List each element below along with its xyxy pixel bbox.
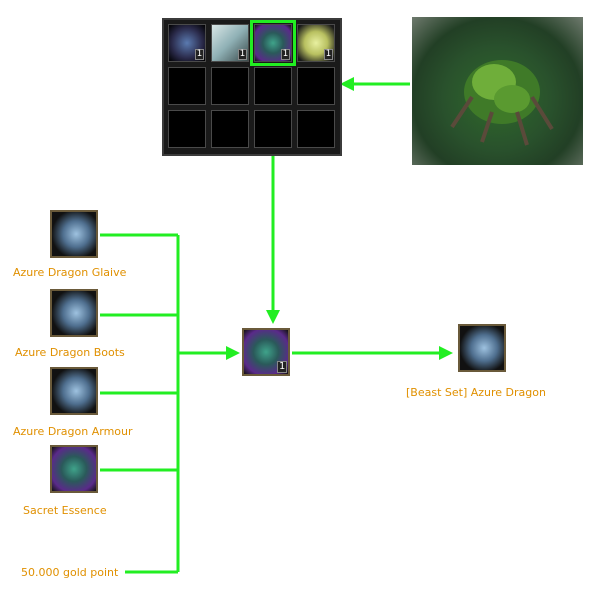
azure-dragon-armour-item[interactable] bbox=[50, 367, 98, 415]
inventory-slot-empty[interactable] bbox=[254, 67, 292, 105]
slot-qty: 1 bbox=[194, 49, 204, 60]
inventory-slot-empty[interactable] bbox=[168, 67, 206, 105]
arrow-to-result bbox=[439, 346, 453, 360]
ingredient-label: Azure Dragon Boots bbox=[15, 346, 125, 359]
monster-icon bbox=[450, 60, 554, 146]
arrow-down-to-craft bbox=[266, 310, 280, 324]
craft-center-item[interactable]: 1 bbox=[242, 328, 290, 376]
inventory-slot-empty[interactable] bbox=[211, 110, 249, 148]
slot-qty: 1 bbox=[280, 49, 290, 60]
inventory-slot-1[interactable]: 1 bbox=[168, 24, 206, 62]
monster-image bbox=[412, 17, 583, 165]
craft-qty: 1 bbox=[276, 361, 287, 373]
inventory-slot-4[interactable]: 1 bbox=[297, 24, 335, 62]
inventory-slot-empty[interactable] bbox=[211, 67, 249, 105]
azure-dragon-boots-item[interactable] bbox=[50, 289, 98, 337]
inventory-slot-2[interactable]: 1 bbox=[211, 24, 249, 62]
ingredient-label: Azure Dragon Armour bbox=[13, 425, 133, 438]
gold-cost-label: 50.000 gold point bbox=[21, 566, 119, 579]
inventory-slot-3-highlighted[interactable]: 1 bbox=[250, 20, 296, 66]
slot-qty: 1 bbox=[323, 49, 333, 60]
azure-dragon-glaive-item[interactable] bbox=[50, 210, 98, 258]
inventory-slot-empty[interactable] bbox=[297, 67, 335, 105]
slot-qty: 1 bbox=[237, 49, 247, 60]
ingredient-label: Azure Dragon Glaive bbox=[13, 266, 127, 279]
inventory-slot-empty[interactable] bbox=[297, 110, 335, 148]
result-label: [Beast Set] Azure Dragon bbox=[406, 386, 546, 399]
inventory-panel: 1 1 1 1 bbox=[162, 18, 342, 156]
result-item[interactable] bbox=[458, 324, 506, 372]
sacret-essence-item[interactable] bbox=[50, 445, 98, 493]
inventory-slot-empty[interactable] bbox=[168, 110, 206, 148]
inventory-slot-empty[interactable] bbox=[254, 110, 292, 148]
arrow-to-inventory bbox=[340, 77, 354, 91]
arrow-to-craft bbox=[226, 346, 240, 360]
ingredient-label: Sacret Essence bbox=[23, 504, 107, 517]
